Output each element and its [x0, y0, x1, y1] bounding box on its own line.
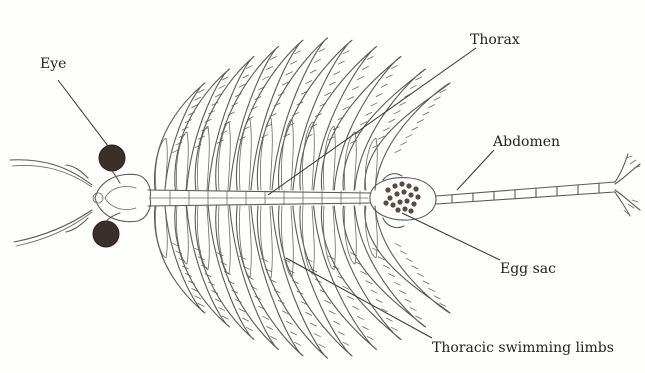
- thoracic-limb-upper: [300, 47, 377, 190]
- pointer-lines: [58, 48, 500, 338]
- egg-sac-body: [370, 174, 436, 228]
- thoracic-limb-upper: [195, 57, 254, 190]
- egg: [415, 194, 420, 199]
- egg: [401, 189, 406, 194]
- egg: [392, 183, 397, 188]
- egg-sac-label: Egg sac: [500, 261, 556, 277]
- egg: [390, 202, 395, 207]
- egg-sac-pointer: [402, 213, 500, 260]
- egg: [411, 201, 416, 206]
- thoracic-limb-lower: [321, 206, 401, 339]
- head: [93, 174, 151, 221]
- egg: [383, 200, 388, 205]
- thoracic-limb-lower: [365, 206, 450, 313]
- thoracic-limb-lower: [195, 206, 254, 339]
- antennae: [10, 160, 92, 246]
- egg: [399, 181, 404, 186]
- thoracic-limbs-label: Thoracic swimming limbs: [432, 340, 614, 356]
- egg: [406, 183, 411, 188]
- abdomen-label: Abdomen: [492, 134, 560, 150]
- egg: [395, 207, 400, 212]
- eye-label: Eye: [40, 56, 66, 72]
- thoracic-limb-upper: [365, 83, 450, 190]
- eye-bottom: [93, 221, 119, 247]
- egg: [413, 186, 418, 191]
- egg: [408, 208, 413, 213]
- egg: [404, 198, 409, 203]
- limbs-pointer: [286, 258, 432, 338]
- thoracic-limb-lower: [300, 206, 377, 349]
- egg: [408, 192, 413, 197]
- abdomen-pointer: [457, 150, 494, 190]
- egg: [402, 206, 407, 211]
- eyes: [93, 145, 125, 247]
- thoracic-limb-upper: [279, 40, 352, 190]
- thoracic-limb-upper: [321, 57, 401, 190]
- egg: [387, 195, 392, 200]
- egg: [385, 187, 390, 192]
- thorax-body: [148, 190, 370, 206]
- eye-top: [99, 145, 125, 171]
- thorax-pointer: [268, 48, 476, 195]
- egg: [394, 191, 399, 196]
- abdomen-body: [436, 154, 640, 216]
- egg: [397, 199, 402, 204]
- thorax-label: Thorax: [470, 32, 520, 48]
- eye-pointer: [58, 80, 111, 150]
- thoracic-limb-lower: [279, 206, 352, 356]
